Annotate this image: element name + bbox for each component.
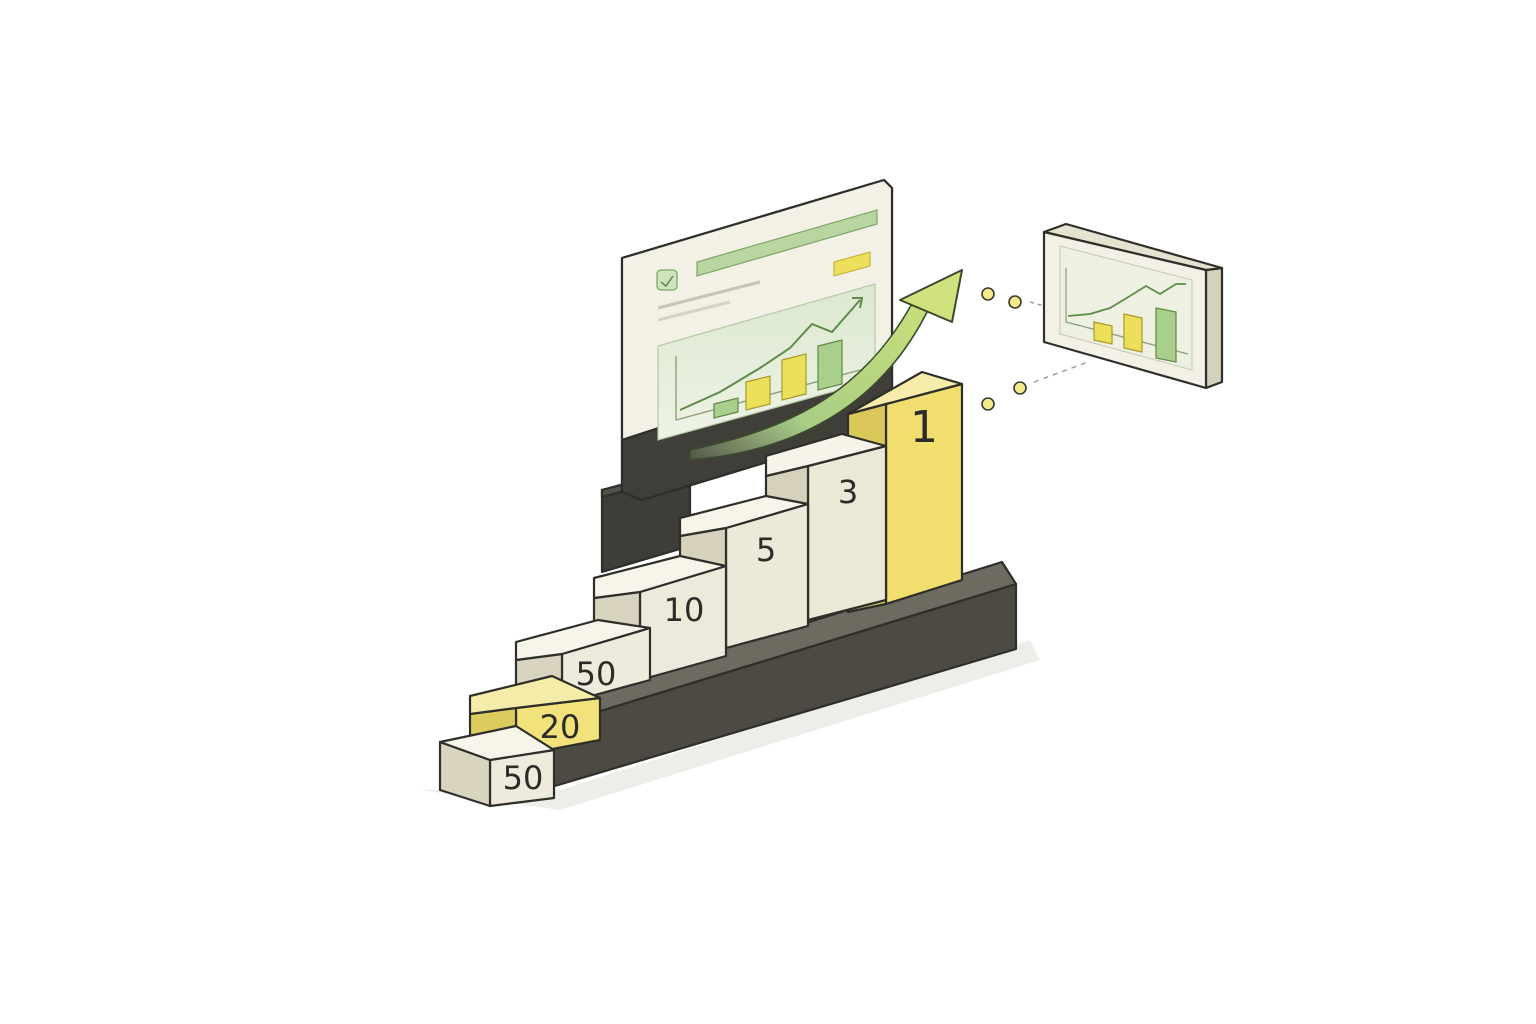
step-3-label: 3	[838, 473, 858, 511]
mini-dashboard-icon	[1042, 222, 1224, 390]
step-20-label: 20	[540, 708, 581, 746]
screen-bar-3	[781, 353, 807, 401]
connector-dots	[981, 287, 1089, 411]
screen-bar-4	[817, 339, 843, 391]
step-10-label: 10	[664, 591, 705, 629]
mini-bar-2	[1123, 313, 1143, 353]
screen-header-bar	[696, 209, 878, 277]
mini-bar-3	[1155, 307, 1177, 363]
step-50-upper-label: 50	[576, 655, 617, 693]
step-5-label: 5	[756, 531, 776, 569]
screen-bar-1	[713, 397, 739, 419]
screen-header-button	[833, 251, 871, 277]
step-50-bottom-block: 50	[438, 724, 556, 808]
mini-trend-line	[1067, 283, 1186, 317]
trend-arrow-icon	[689, 269, 963, 461]
screen-bar-2	[745, 375, 771, 411]
step-50-bottom-label: 50	[503, 759, 544, 797]
screen-trend-line	[679, 299, 861, 411]
mini-bar-1	[1093, 321, 1113, 345]
check-icon	[656, 269, 678, 291]
step-1-label: 1	[910, 402, 938, 453]
